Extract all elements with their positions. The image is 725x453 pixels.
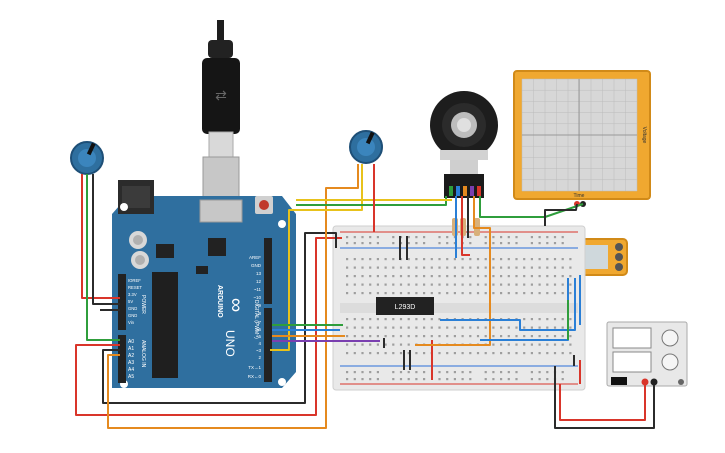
reset-button[interactable] bbox=[259, 200, 269, 210]
svg-text:⇄: ⇄ bbox=[215, 87, 227, 103]
pin-label: A1 bbox=[128, 346, 134, 352]
pin-label: ~9 bbox=[256, 303, 262, 308]
digital-pin-labels: AREF GND 13 12 ~11 ~10 ~9 8 7 ~6 ~5 4 ~3… bbox=[248, 255, 262, 379]
digital-header-label: DIGITAL (PWM~) bbox=[253, 300, 259, 339]
pin-label: 8 bbox=[258, 311, 261, 316]
analog-header-label: ANALOG IN bbox=[140, 340, 146, 368]
pin-label: 4 bbox=[258, 341, 261, 346]
motor-driver-label: L293D bbox=[395, 304, 416, 311]
pin-label: 12 bbox=[256, 279, 262, 284]
pin-label: IOREF bbox=[128, 278, 141, 283]
pin-label: GND bbox=[128, 306, 137, 311]
pin-label: A2 bbox=[128, 353, 134, 359]
arduino-uno-board[interactable]: ∞ IOREF RESET 3.3V 5V GND GND Vin A0 A1 … bbox=[112, 180, 296, 388]
scope-grid bbox=[521, 78, 638, 192]
wires bbox=[75, 164, 655, 429]
pin-label: RESET bbox=[128, 285, 142, 290]
pin-label: ~10 bbox=[253, 295, 261, 300]
pin-label: 3.3V bbox=[128, 292, 137, 297]
pin-label: 7 bbox=[258, 320, 261, 325]
arduino-logo-icon: ∞ bbox=[225, 298, 247, 312]
current-knob[interactable] bbox=[661, 353, 679, 371]
pin-label: A3 bbox=[128, 360, 134, 366]
pin-label: 5V bbox=[128, 299, 133, 304]
power-pin-labels: IOREF RESET 3.3V 5V GND GND Vin bbox=[128, 278, 142, 325]
usb-cable[interactable]: ⇄ bbox=[202, 20, 240, 218]
model-label: UNO bbox=[223, 330, 237, 357]
voltage-knob[interactable] bbox=[661, 329, 679, 347]
scope-y-label: Voltage bbox=[641, 127, 647, 144]
pin-label: GND bbox=[128, 313, 137, 318]
dc-motor-encoder[interactable] bbox=[430, 91, 498, 198]
analog-pin-labels: A0 A1 A2 A3 A4 A5 bbox=[128, 339, 134, 380]
potentiometer-left[interactable] bbox=[70, 141, 104, 175]
potentiometer-right[interactable] bbox=[349, 130, 383, 164]
breadboard[interactable]: L293D bbox=[332, 218, 586, 391]
scope-x-label: Time bbox=[574, 193, 585, 199]
pin-label: GND bbox=[251, 263, 262, 268]
pin-label: ~5 bbox=[256, 334, 262, 339]
pin-label: ~6 bbox=[256, 327, 262, 332]
power-supply[interactable] bbox=[606, 321, 688, 387]
pin-label: A5 bbox=[128, 374, 134, 380]
oscilloscope[interactable]: Voltage Time bbox=[513, 70, 651, 207]
brand-label: ARDUINO bbox=[216, 285, 223, 318]
pin-label: AREF bbox=[249, 255, 261, 260]
pin-label: A0 bbox=[128, 339, 134, 345]
pin-label: RX←0 bbox=[248, 374, 262, 379]
power-header-label: POWER bbox=[140, 295, 146, 314]
pin-label: ~3 bbox=[256, 348, 262, 353]
pin-label: 2 bbox=[258, 355, 261, 360]
pin-label: ~11 bbox=[254, 287, 262, 292]
pin-label: Vin bbox=[128, 320, 135, 325]
pin-label: TX→1 bbox=[248, 365, 261, 370]
pin-label: A4 bbox=[128, 367, 134, 373]
pin-label: 13 bbox=[256, 271, 262, 276]
